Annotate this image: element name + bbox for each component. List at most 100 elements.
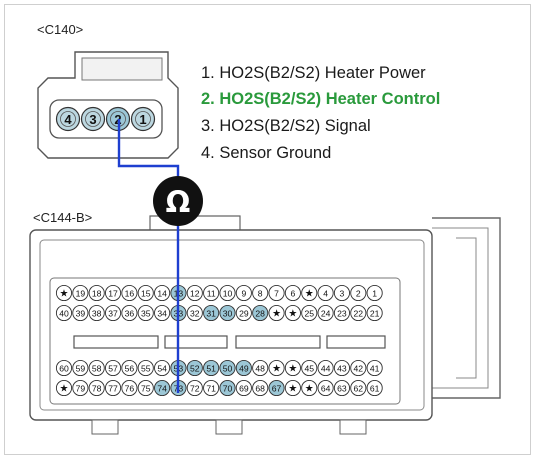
c144b-pin: 10	[219, 284, 236, 302]
c144b-pin: 1	[366, 284, 383, 302]
c144b-pin-label: 23	[337, 308, 347, 318]
c140-label: <C140>	[37, 22, 84, 37]
c144b-pin-label: 58	[92, 363, 102, 373]
c144b-pin: 43	[333, 359, 351, 377]
legend-item-1: 1. HO2S(B2/S2) Heater Power	[201, 64, 426, 82]
c144b-pin: 2	[350, 284, 367, 302]
c144b-pin: ★	[284, 379, 301, 397]
c144b-pin-label: 75	[141, 383, 151, 393]
c144b-pin: 67	[268, 379, 285, 397]
c140-pin-label: 1	[139, 112, 146, 127]
c144b-pin: 37	[105, 304, 122, 322]
c144b-pin-label: 79	[76, 383, 86, 393]
c144b-pin: 18	[88, 284, 105, 302]
c144b-pin: 58	[88, 359, 105, 377]
c144b-pin-label: 54	[157, 363, 167, 373]
c144b-pin: 62	[350, 379, 367, 397]
c144b-pin: ★	[268, 304, 285, 322]
c144b-pin-label: ★	[305, 288, 314, 299]
c144b-pin-label: 64	[321, 383, 331, 393]
legend-item-3: 3. HO2S(B2/S2) Signal	[201, 117, 371, 135]
c144b-pin: 51	[203, 359, 220, 377]
c144b-pin-label: 37	[108, 308, 118, 318]
c144b-pin: 29	[235, 304, 252, 322]
c144b-pin-label: 8	[258, 288, 263, 298]
c144b-pin-label: 60	[59, 363, 69, 373]
c144b-pin-label: 68	[255, 383, 265, 393]
c144b-pin-label: 78	[92, 383, 102, 393]
c144b-pin: 72	[186, 379, 203, 397]
c144b-pin-label: 19	[76, 288, 86, 298]
c144b-pin-label: 42	[354, 363, 364, 373]
c144b-pin: 60	[55, 359, 73, 377]
c144b-pin: 35	[137, 304, 154, 322]
c144b-pin: 40	[55, 304, 73, 322]
c144b-pin-label: 61	[370, 383, 380, 393]
c144b-pin: 48	[252, 359, 269, 377]
c144b-pin: 41	[366, 359, 383, 377]
c144b-pin: 42	[350, 359, 367, 377]
c144b-pin: 23	[333, 304, 351, 322]
c144b-pin: 74	[154, 379, 171, 397]
c144b-pin: 17	[105, 284, 122, 302]
c144b-pin-label: 25	[304, 308, 314, 318]
c144b-pin: 7	[268, 284, 285, 302]
c144b-pin: 14	[154, 284, 171, 302]
c144b-pin-label: 57	[108, 363, 118, 373]
c144b-pin: ★	[301, 284, 318, 302]
c144b-pin-label: 17	[108, 288, 118, 298]
c144b-pin-label: 7	[274, 288, 279, 298]
c144b-pin: 68	[252, 379, 269, 397]
c144b-pin-label: 77	[108, 383, 118, 393]
c144b-pin-label: 45	[304, 363, 314, 373]
c144b-pin: 45	[301, 359, 318, 377]
c144b-pin: 8	[252, 284, 269, 302]
c144b-pin-label: 70	[223, 383, 233, 393]
c144b-pin: 59	[72, 359, 89, 377]
c144b-pin-label: ★	[288, 308, 297, 319]
c144b-pin: 11	[203, 284, 220, 302]
legend-item-4: 4. Sensor Ground	[201, 144, 332, 162]
c144b-pin-label: 3	[340, 288, 345, 298]
c144b-pin-label: 56	[125, 363, 135, 373]
c144b-pin: 9	[235, 284, 252, 302]
c144b-pin: ★	[284, 304, 301, 322]
c144b-pin-label: 12	[190, 288, 200, 298]
c144b-pin: 49	[235, 359, 252, 377]
c144b-pin-label: ★	[60, 383, 69, 394]
c144b-pin: 44	[317, 359, 334, 377]
c144b-pin: ★	[268, 359, 285, 377]
c144b-pin: 4	[317, 284, 334, 302]
c144b-pin: 38	[88, 304, 105, 322]
c144b-pin-label: 76	[125, 383, 135, 393]
c144b-pin-label: 21	[370, 308, 380, 318]
c144b-pin: 16	[121, 284, 138, 302]
c144b-pin-label: 52	[190, 363, 200, 373]
c144b-pin: ★	[55, 379, 73, 397]
c144b-pin: 64	[317, 379, 334, 397]
c144b-pin-label: 32	[190, 308, 200, 318]
c144b-pin-label: 28	[255, 308, 265, 318]
c144b-pin-label: ★	[60, 288, 69, 299]
c144b-pin-label: 29	[239, 308, 249, 318]
c144b-pin-label: 31	[206, 308, 216, 318]
c140-pin-1: 1	[130, 106, 156, 132]
c144b-pin: 22	[350, 304, 367, 322]
c144b-pin-label: ★	[272, 363, 281, 374]
c144b-pin: 52	[186, 359, 203, 377]
c144b-pin-label: 24	[321, 308, 331, 318]
c140-pin-label: 3	[89, 112, 96, 127]
c144b-pin: 75	[137, 379, 154, 397]
c144b-label: <C144-B>	[33, 210, 93, 225]
c144b-pin: 36	[121, 304, 138, 322]
c140-pin-label: 4	[64, 112, 72, 127]
c144b-pin: 21	[366, 304, 383, 322]
c144b-pin-label: 2	[356, 288, 361, 298]
ohm-icon: Ω	[166, 185, 191, 219]
legend-item-2: 2. HO2S(B2/S2) Heater Control	[201, 90, 441, 108]
c144b-pin-label: 16	[125, 288, 135, 298]
c144b-pin: 25	[301, 304, 318, 322]
